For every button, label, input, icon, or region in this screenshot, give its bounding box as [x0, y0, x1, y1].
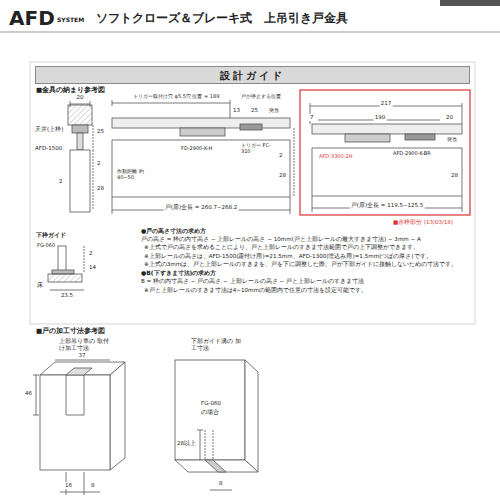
end-detail-figure	[310, 103, 462, 212]
guide-frame	[30, 62, 475, 324]
revision-note: ■赤枠部分 (13/03/18)	[392, 219, 454, 226]
dimension-label: 23.5	[60, 292, 74, 299]
dimension-label: 25	[250, 107, 259, 114]
dimension-label: 28	[278, 172, 287, 179]
note-column: ●戸の高さ寸法の求め方戸の高さ = 枠の内寸高さ − 上部レールの高さ − 10…	[140, 227, 472, 295]
dimension-label: 7	[309, 114, 315, 121]
dimension-label: 14	[88, 264, 97, 271]
brand-mark: AFD	[8, 6, 56, 30]
note-text: 作動距離 約40~50	[116, 168, 160, 180]
dimension-label: 2	[96, 160, 102, 167]
dimension-label: 28以上	[176, 440, 197, 447]
section-figure	[68, 101, 93, 212]
floor-guide-figure	[48, 246, 84, 290]
note-text: 突当	[268, 107, 280, 113]
formula-text: 戸の高さ = 枠の内寸高さ − 上部レールの高さ − 10mm(戸と上部レールの…	[140, 236, 472, 243]
figure-caption: 下部ガイド溝の 加工寸法	[190, 338, 244, 351]
dimension-label: 2	[58, 178, 64, 185]
dimension-label: 8	[90, 482, 96, 489]
dimension-label: 25	[96, 128, 105, 135]
section-band: 設計ガイド	[35, 66, 470, 84]
part-name: 天井(上枠)	[34, 126, 64, 133]
page-title: ソフトクローズ＆ブレーキ式 上吊引き戸金具	[96, 10, 348, 27]
band-title: 設計ガイド	[36, 69, 469, 83]
dimension-label: 37	[78, 352, 87, 359]
section-heading: ■金具の納まり参考図	[35, 87, 106, 95]
part-name: トリガー FC-310	[240, 142, 276, 154]
note-text: 突当	[446, 136, 458, 142]
formula-heading: ●B(下すきま寸法)の求め方	[140, 269, 472, 277]
section-heading: 下枠ガイド	[35, 231, 67, 238]
note-text: ※上部レールの高さは、AFD-1500(露付け用)=21.5mm、AFD-130…	[140, 253, 472, 260]
header-rule	[0, 32, 500, 33]
part-name: AFD-3300-2H	[318, 153, 353, 159]
rail-figure	[112, 100, 294, 214]
dimension-label: 2	[88, 250, 94, 257]
door-top-figure	[33, 360, 125, 495]
formula-text: B = 枠の内寸高さ − 戸の高さ − 上部レールの高さ − 戸と上部レールのす…	[140, 278, 472, 285]
note-text: ※上式の3mmは、戸と上部レールのすきまを、戸を下に調整した際、戸が下部ガイドに…	[140, 261, 472, 268]
part-name: AFD-2900-K-BR	[392, 150, 432, 156]
part-name: AFD-1500	[34, 145, 63, 152]
dimension-label: 戸(扉)全長 = 119.5~125.5	[350, 202, 425, 209]
header-bar	[440, 0, 500, 6]
dimension-label: 13	[232, 107, 241, 114]
dimension-label: 20	[445, 114, 454, 121]
dimension-label: 16	[64, 482, 73, 489]
part-name: FG-060	[36, 242, 56, 248]
part-name: の場合	[200, 409, 220, 416]
part-name: FD-2900-K-H	[180, 145, 213, 151]
dimension-label: 28	[450, 172, 459, 179]
dimension-label: 217	[380, 100, 393, 107]
note-text: 戸が停止する位置	[240, 93, 282, 99]
note-text: ※上式で戸の高さを求めることにより、戸と上部レールのすきま寸法範囲で戸の上下調整…	[140, 244, 472, 251]
brand-sub: SYSTEM	[56, 16, 85, 23]
dimension-label: 2	[278, 152, 284, 159]
figure-caption: 上部吊り車の 取付け加工寸法	[58, 338, 110, 351]
door-bottom-figure	[175, 360, 258, 490]
part-name: FG-060	[200, 400, 222, 407]
dimension-label: 戸(扉)全長 = 260.7~268.2	[164, 204, 239, 211]
red-frame	[300, 90, 470, 215]
note-text: トリガー取付け穴 φ5.5穴 位置 = 189	[132, 93, 220, 99]
dimension-label: 46	[24, 390, 33, 397]
formula-heading: ●戸の高さ寸法の求め方	[140, 227, 472, 235]
dimension-label: 28	[96, 185, 105, 192]
dimension-label: 190	[374, 114, 387, 121]
dimension-label: 8	[218, 480, 224, 487]
section-heading: ■戸の加工寸法参考図	[35, 328, 106, 336]
floor-label: 床	[36, 282, 44, 289]
note-text: ※戸と上部レールのすきま寸法は4~10mmの範囲内で任意の寸法を設定可能です。	[140, 287, 472, 294]
dimension-label: 20	[76, 94, 85, 101]
